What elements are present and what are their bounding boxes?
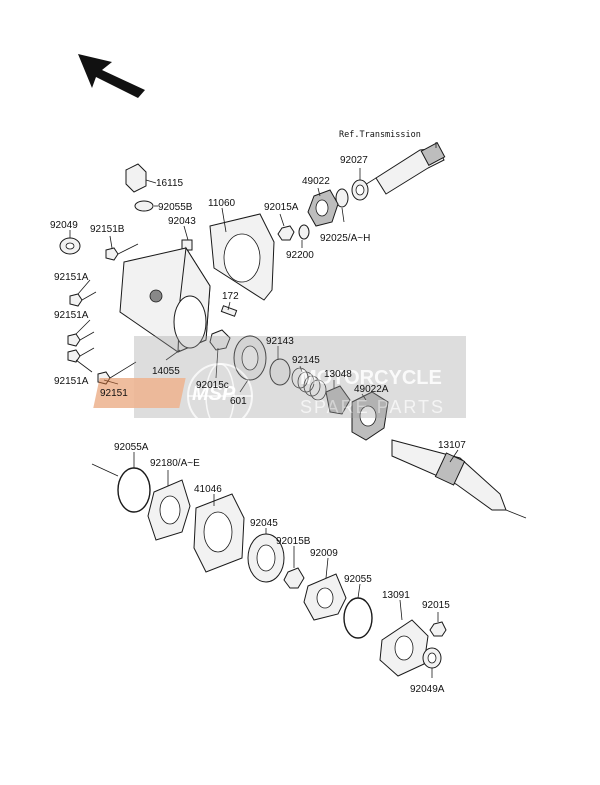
stud-172 [220,305,238,317]
part-label-92015: 92015 [422,600,450,611]
bolt-92151A-1 [69,291,97,307]
watermark-logo-badge [93,378,186,408]
part-label-92200: 92200 [286,250,314,261]
part-label-41046: 41046 [194,484,222,495]
watermark-globe-icon [187,363,253,429]
part-label-92151A-1: 92151A [54,272,89,283]
part-label-92145: 92145 [292,355,320,366]
gasket-11060 [209,213,275,301]
part-label-13107: 13107 [438,440,466,451]
part-label-92015c: 92015c [196,380,229,391]
part-label-92015A: 92015A [264,202,299,213]
nut-92015c [209,329,231,351]
part-label-92045: 92045 [250,518,278,529]
collar-92143 [269,358,291,386]
nut-92015 [429,621,447,637]
part-label-92151A-3: 92151A [54,376,89,387]
sleeve-13048 [325,385,351,415]
leader-lines [69,168,459,678]
reference-label: Ref.Transmission [339,130,421,140]
nut-92015B [283,567,305,589]
bevel-gear-49022A [351,391,389,441]
part-label-92043: 92043 [168,216,196,227]
part-label-49022: 49022 [302,176,330,187]
watermark-panel [134,336,466,418]
part-label-92180: 92180/A~E [150,458,200,469]
bolt-92151A-3 [67,347,95,363]
part-label-92049A: 92049A [410,684,445,695]
part-label-92151A-2: 92151A [54,310,89,321]
part-label-92055B: 92055B [158,202,193,213]
watermark-logo: MSP [192,383,236,405]
part-label-92055: 92055 [344,574,372,585]
part-label-14055: 14055 [152,366,180,377]
watermark-line1: MOTORCYCLE [300,367,442,389]
case-14055 [119,246,211,353]
output-shaft-13107 [391,439,527,519]
part-label-92151B: 92151B [90,224,125,235]
washer-92200 [298,224,310,240]
bolt-92151B [105,243,139,261]
shim-92025 [335,188,349,208]
part-label-92151: 92151 [100,388,128,399]
watermark-line2: SPARE PARTS [300,397,445,417]
nut-92015A [277,225,295,241]
part-label-49022A: 49022A [354,384,389,395]
bolt-92151A-2 [67,331,95,347]
housing-41046 [193,493,245,573]
spring-92145 [291,367,327,401]
part-label-92027: 92027 [340,155,368,166]
part-label-92009: 92009 [310,548,338,559]
watermark: MSP MOTORCYCLE SPARE PARTS [93,336,466,429]
part-label-172: 172 [222,291,239,302]
o-ring-92055 [343,597,373,639]
part-label-601: 601 [230,396,247,407]
cover-13091 [379,619,429,677]
front-arrow-icon [78,54,145,98]
part-label-11060: 11060 [208,198,236,209]
o-ring-92055B [134,200,154,212]
breather-16115 [125,163,147,193]
part-label-92049: 92049 [50,220,78,231]
part-label-13048: 13048 [324,369,352,380]
part-label-16115: 16115 [156,178,184,189]
o-ring-92055A [117,467,151,513]
part-label-92143: 92143 [266,336,294,347]
part-label-92025: 92025/A~H [320,233,370,244]
part-label-92015B: 92015B [276,536,311,547]
spacer-92009 [303,573,347,621]
part-label-92055A: 92055A [114,442,149,453]
bevel-gear-49022 [307,189,339,227]
bearing-92045 [247,533,285,583]
part-label-13091: 13091 [382,590,410,601]
ref-transmission-shaft [359,142,446,195]
bearing-601 [233,335,267,381]
